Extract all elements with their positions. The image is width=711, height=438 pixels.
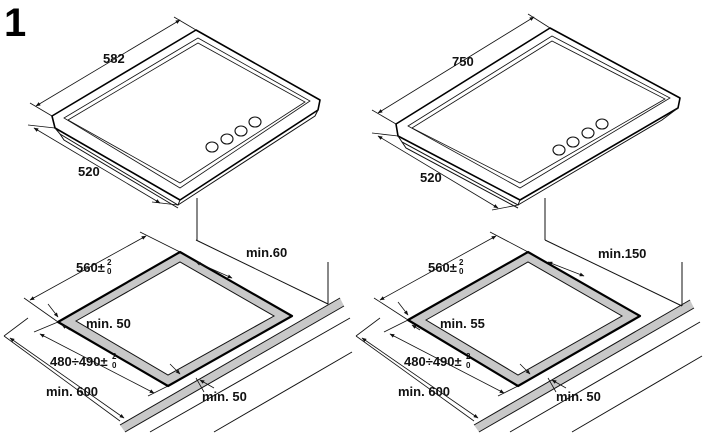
right-worktop — [473, 239, 703, 433]
left-cutout-width-prefix: ± — [98, 260, 105, 275]
right-hob-group: 750 520 560± — [355, 13, 703, 433]
right-cutout-width-base: 560 — [428, 260, 450, 275]
left-worktop-depth-dimension: min. 600 — [3, 317, 125, 422]
left-side-clearance: min. 50 — [169, 363, 247, 404]
right-cutout-width-tol-lower: 0 — [459, 267, 464, 276]
right-front-clearance: min. 55 — [397, 301, 485, 331]
left-depth-label: 520 — [78, 164, 100, 179]
left-rear-clearance-label: min.60 — [246, 245, 287, 260]
right-cutout-depth-tol-lower: 0 — [466, 361, 471, 370]
left-rear-clearance: min.60 — [195, 245, 287, 279]
right-rear-clearance-label: min.150 — [598, 246, 646, 261]
right-depth-dimension: 520 — [371, 132, 519, 211]
right-side-clearance-label: min. 50 — [556, 389, 601, 404]
left-cutout-depth-tol-upper: 2 — [112, 352, 117, 361]
left-front-clearance: min. 50 — [47, 303, 131, 331]
left-front-clearance-label: min. 50 — [86, 316, 131, 331]
left-cutout-width-tol-upper: 2 — [107, 258, 112, 267]
right-cutout-depth-prefix: ± — [455, 354, 462, 369]
right-rear-clearance: min.150 — [547, 246, 646, 277]
left-cutout-width-base: 560 — [76, 260, 98, 275]
left-knobs — [205, 116, 262, 153]
right-width-dimension: 750 — [371, 13, 551, 125]
right-cutout-width-dimension: 560± 2 0 — [373, 231, 529, 321]
right-side-clearance: min. 50 — [519, 363, 601, 404]
right-depth-label: 520 — [420, 170, 442, 185]
right-cutout-depth-base: 480÷490 — [404, 354, 455, 369]
right-worktop-depth-dimension: min. 600 — [355, 317, 479, 422]
knob-icon[interactable] — [234, 125, 248, 137]
left-cutout-width-dimension: 560± 2 0 — [23, 231, 181, 323]
svg-text:480÷490±: 480÷490± — [404, 354, 462, 369]
right-knobs — [552, 118, 609, 156]
svg-text:560±: 560± — [428, 260, 457, 275]
left-cutout-depth-base: 480÷490 — [50, 354, 101, 369]
left-hob-body — [51, 29, 321, 240]
right-cutout-width-tol-upper: 2 — [459, 258, 464, 267]
svg-text:560±: 560± — [76, 260, 105, 275]
right-cutout-depth-tol-upper: 2 — [466, 352, 471, 361]
left-hob-group: 582 520 — [3, 16, 353, 433]
left-cutout-depth-prefix: ± — [101, 354, 108, 369]
knob-icon[interactable] — [552, 144, 566, 156]
left-width-dimension: 582 — [29, 16, 197, 117]
svg-text:480÷490±: 480÷490± — [50, 354, 108, 369]
left-worktop-depth-label: min. 600 — [46, 384, 98, 399]
left-depth-dimension: 520 — [27, 124, 179, 206]
left-worktop — [119, 239, 353, 433]
knob-icon[interactable] — [566, 136, 580, 148]
knob-icon[interactable] — [248, 116, 262, 128]
left-cutout-depth-tol-lower: 0 — [112, 361, 117, 370]
right-width-label: 750 — [452, 54, 474, 69]
left-width-label: 582 — [103, 51, 125, 66]
right-hob-body — [395, 27, 681, 240]
knob-icon[interactable] — [205, 141, 219, 153]
right-cutout-width-prefix: ± — [450, 260, 457, 275]
left-cutout-width-tol-lower: 0 — [107, 267, 112, 276]
right-front-clearance-label: min. 55 — [440, 316, 485, 331]
left-side-clearance-label: min. 50 — [202, 389, 247, 404]
right-worktop-depth-label: min. 600 — [398, 384, 450, 399]
knob-icon[interactable] — [595, 118, 609, 130]
figure-number: 1 — [4, 1, 26, 45]
knob-icon[interactable] — [220, 133, 234, 145]
knob-icon[interactable] — [581, 127, 595, 139]
